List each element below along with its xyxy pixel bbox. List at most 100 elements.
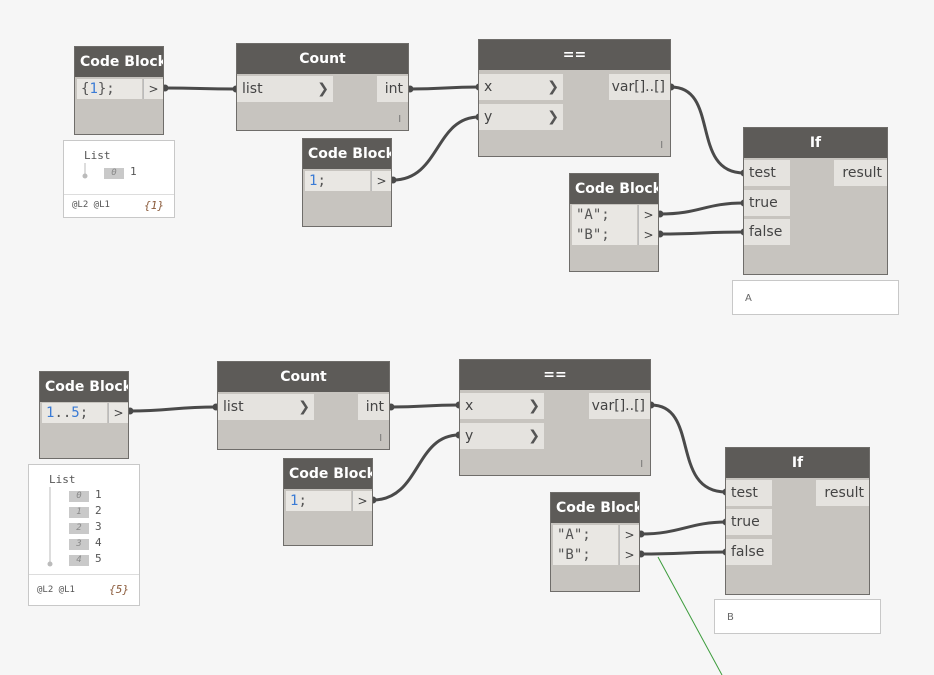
output-port[interactable]: >	[638, 225, 658, 245]
output-port-result[interactable]: result	[816, 480, 869, 506]
code-token: 1	[309, 173, 318, 189]
lacing-indicator[interactable]: l	[640, 460, 643, 470]
output-port[interactable]: >	[619, 545, 639, 565]
list-index: 2	[69, 523, 89, 534]
wire	[640, 550, 727, 556]
if-node[interactable]: If test true false result	[725, 447, 870, 595]
input-port-true[interactable]: true	[744, 190, 790, 216]
count-node[interactable]: Count list ❯ int l	[217, 361, 390, 450]
code-token: ;	[298, 493, 307, 509]
code-token: 1	[46, 405, 55, 421]
port-label: list	[242, 81, 263, 97]
code-block-node[interactable]: Code Block 1..5; >	[39, 371, 129, 459]
output-port-result[interactable]: result	[834, 160, 887, 186]
list-value: 3	[95, 520, 102, 533]
item-count: {1}	[144, 199, 164, 212]
code-block-node[interactable]: Code Block "A"; > "B"; >	[569, 173, 659, 272]
code-token: 5	[71, 405, 80, 421]
code-line-a[interactable]: "A";	[572, 205, 637, 225]
level-labels: @L2 @L1	[37, 585, 75, 595]
code-editor[interactable]: 1;	[286, 491, 351, 511]
input-port-false[interactable]: false	[726, 539, 772, 565]
wire	[659, 201, 745, 216]
input-port-y[interactable]: y ❯	[479, 104, 563, 130]
code-line-b[interactable]: "B";	[572, 225, 637, 245]
input-port-y[interactable]: y ❯	[460, 423, 544, 449]
output-port-int[interactable]: int	[358, 394, 389, 420]
chevron-right-icon: ❯	[298, 399, 310, 415]
pending-connection-wire	[657, 556, 723, 675]
port-label: y	[484, 109, 493, 125]
output-port-int[interactable]: int	[377, 76, 408, 102]
result-value: B	[727, 612, 734, 623]
list-value: 4	[95, 536, 102, 549]
port-label: x	[484, 79, 493, 95]
code-token: ;	[317, 173, 326, 189]
output-port[interactable]: >	[371, 171, 391, 191]
output-port[interactable]: >	[108, 403, 128, 423]
node-title: If	[726, 448, 869, 478]
list-value: 1	[130, 165, 137, 178]
equals-node[interactable]: == x ❯ y ❯ var[]..[] l	[459, 359, 651, 476]
input-port-test[interactable]: test	[726, 480, 772, 506]
wire	[409, 85, 480, 91]
node-title: Code Block	[551, 493, 639, 523]
code-block-node[interactable]: Code Block 1; >	[302, 138, 392, 227]
code-editor[interactable]: {1};	[77, 79, 142, 99]
wire	[164, 86, 237, 91]
count-node[interactable]: Count list ❯ int l	[236, 43, 409, 131]
code-block-node[interactable]: Code Block "A"; > "B"; >	[550, 492, 640, 592]
input-port-list[interactable]: list ❯	[237, 76, 333, 102]
result-preview: A	[732, 280, 899, 315]
code-line-b[interactable]: "B";	[553, 545, 618, 565]
output-port[interactable]: >	[638, 205, 658, 225]
lacing-indicator[interactable]: l	[398, 115, 401, 125]
tree-line	[82, 163, 88, 179]
wire	[650, 403, 727, 494]
node-title: Code Block	[75, 47, 163, 77]
node-title: Code Block	[40, 372, 128, 402]
output-port[interactable]: >	[619, 525, 639, 545]
input-port-x[interactable]: x ❯	[479, 74, 563, 100]
preview-footer: @L2 @L1 {5}	[29, 574, 139, 605]
lacing-indicator[interactable]: l	[379, 434, 382, 444]
output-port[interactable]: >	[143, 79, 163, 99]
code-token: 1	[89, 81, 98, 97]
node-title: If	[744, 128, 887, 158]
if-node[interactable]: If test true false result	[743, 127, 888, 275]
code-line-a[interactable]: "A";	[553, 525, 618, 545]
input-port-test[interactable]: test	[744, 160, 790, 186]
output-port-result[interactable]: var[]..[]	[609, 74, 670, 100]
list-value: 1	[95, 488, 102, 501]
result-preview: B	[714, 599, 881, 634]
node-title: ==	[460, 360, 650, 390]
code-token: };	[97, 81, 115, 97]
input-port-false[interactable]: false	[744, 219, 790, 245]
chevron-right-icon: ❯	[317, 81, 329, 97]
code-block-node[interactable]: Code Block {1}; >	[74, 46, 164, 135]
wire	[659, 230, 745, 236]
node-title: Code Block	[570, 174, 658, 204]
code-block-node[interactable]: Code Block 1; >	[283, 458, 373, 546]
list-index: 4	[69, 555, 89, 566]
chevron-right-icon: ❯	[547, 109, 559, 125]
code-token: ..	[54, 405, 72, 421]
input-port-list[interactable]: list ❯	[218, 394, 314, 420]
code-editor[interactable]: 1..5;	[42, 403, 107, 423]
wire	[129, 405, 217, 413]
input-port-true[interactable]: true	[726, 509, 772, 535]
input-port-x[interactable]: x ❯	[460, 393, 544, 419]
output-port-result[interactable]: var[]..[]	[589, 393, 650, 419]
equals-node[interactable]: == x ❯ y ❯ var[]..[] l	[478, 39, 671, 157]
code-token: ;	[79, 405, 89, 421]
output-port[interactable]: >	[352, 491, 372, 511]
list-value: 5	[95, 552, 102, 565]
code-editor[interactable]: 1;	[305, 171, 370, 191]
lacing-indicator[interactable]: l	[660, 141, 663, 151]
